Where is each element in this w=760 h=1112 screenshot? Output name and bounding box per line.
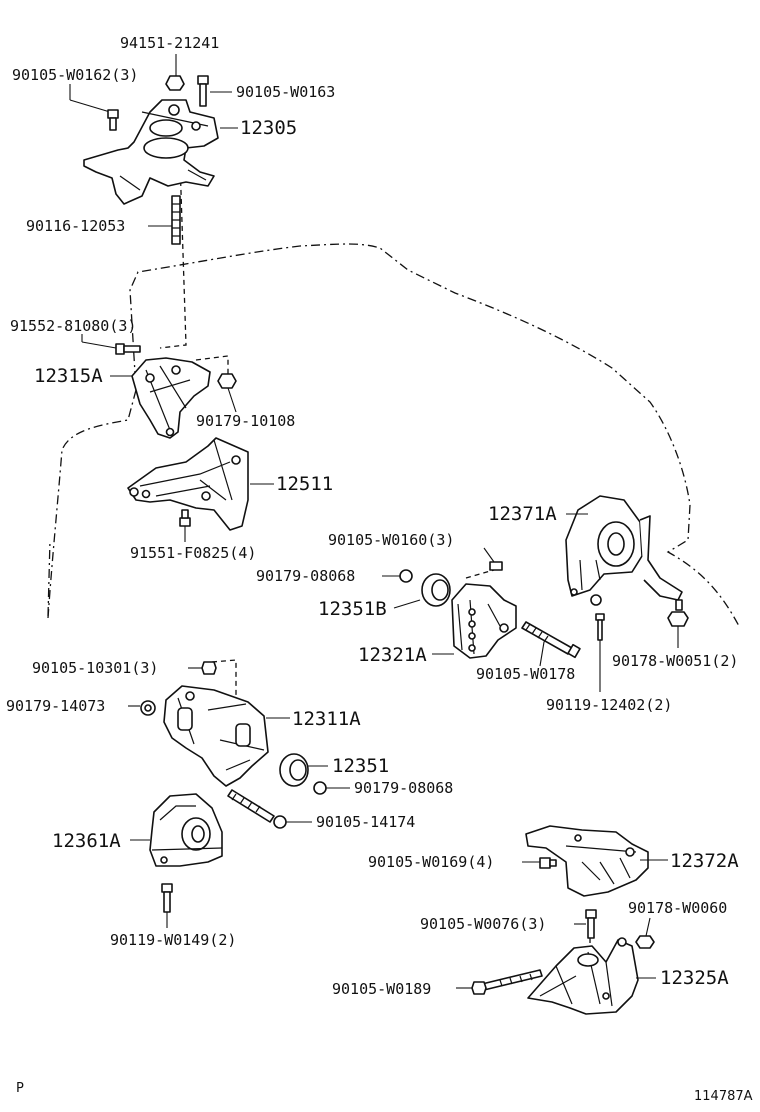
align-line-12321 (465, 569, 495, 579)
label-90105-W0076: 90105-W0076(3) (420, 915, 546, 933)
part-12305-mount (83, 99, 219, 205)
nut-90179-10108 (217, 373, 237, 413)
label-90178-W0051: 90178-W0051(2) (612, 652, 738, 670)
nut-90178-W0060 (635, 917, 655, 949)
label-12311A: 12311A (292, 708, 361, 730)
label-12305: 12305 (240, 117, 297, 139)
label-91551-F0825: 91551-F0825(4) (130, 544, 256, 562)
label-12351: 12351 (332, 755, 389, 777)
label-90105-W0178: 90105-W0178 (476, 665, 575, 683)
part-12325A-bracket (527, 937, 639, 1015)
part-12371A-mount (565, 495, 683, 606)
bolt-90105-10301 (188, 661, 217, 675)
label-90105-W0160: 90105-W0160(3) (328, 531, 454, 549)
bolt-90105-W0163 (197, 75, 232, 107)
bolt-90105-W0162 (69, 84, 119, 131)
bolt-90105-14174 (227, 789, 312, 829)
label-12371A: 12371A (488, 503, 557, 525)
part-12361A-mount (149, 793, 223, 867)
corner-mark: P (16, 1081, 24, 1096)
label-90179-08068-b: 90179-08068 (354, 779, 453, 797)
label-90105-14174: 90105-14174 (316, 813, 415, 831)
engine-outline-inner (47, 539, 51, 617)
bolt-91551-F0825 (179, 509, 191, 542)
label-12315A: 12315A (34, 365, 103, 387)
label-91552-81080: 91552-81080(3) (10, 317, 136, 335)
engine-outline (47, 243, 741, 629)
label-12321A: 12321A (358, 644, 427, 666)
stud-90116-12053 (148, 195, 181, 245)
part-12321A-bracket (451, 583, 517, 659)
bolt-91552-81080 (81, 334, 141, 355)
bushing-12351B (421, 573, 451, 607)
label-90119-W0149: 90119-W0149(2) (110, 931, 236, 949)
label-90105-W0162: 90105-W0162(3) (12, 66, 138, 84)
label-12372A: 12372A (670, 850, 739, 872)
part-12315A-bracket (131, 357, 211, 439)
label-12361A: 12361A (52, 830, 121, 852)
washer-90179-14073 (128, 700, 156, 716)
label-90179-10108: 90179-10108 (196, 412, 295, 430)
nut-94151-21241 (165, 54, 185, 91)
label-12511: 12511 (276, 473, 333, 495)
part-12311A-bracket (163, 685, 269, 787)
bolt-90105-W0169 (522, 857, 557, 869)
nut-90178-W0051 (667, 599, 689, 648)
label-90179-14073: 90179-14073 (6, 697, 105, 715)
diagram-id: 114787A (694, 1089, 753, 1104)
nut-90179-08068-b (313, 781, 350, 795)
bolt-90119-W0149 (161, 883, 173, 928)
label-12325A: 12325A (660, 967, 729, 989)
bolt-90105-W0178 (521, 621, 581, 667)
bolt-90105-W0189 (456, 969, 543, 995)
bushing-12351 (279, 753, 328, 787)
bolt-90105-W0160 (483, 547, 503, 571)
label-94151-21241: 94151-21241 (120, 34, 219, 52)
part-12511-bracket (127, 437, 249, 531)
label-90119-12402: 90119-12402(2) (546, 696, 672, 714)
label-90179-08068-a: 90179-08068 (256, 567, 355, 585)
align-line-12315 (195, 355, 229, 378)
label-90105-W0163: 90105-W0163 (236, 83, 335, 101)
leader-12351B (393, 599, 421, 609)
part-12372A-mount (525, 825, 649, 897)
label-90105-W0169: 90105-W0169(4) (368, 853, 494, 871)
nut-90179-08068-a (382, 569, 413, 583)
bolt-90105-W0076 (574, 909, 597, 939)
label-90116-12053: 90116-12053 (26, 217, 125, 235)
label-90178-W0060: 90178-W0060 (628, 899, 727, 917)
label-90105-W0189: 90105-W0189 (332, 980, 431, 998)
label-12351B: 12351B (318, 598, 387, 620)
label-90105-10301: 90105-10301(3) (32, 659, 158, 677)
bolt-90119-12402 (595, 613, 605, 692)
